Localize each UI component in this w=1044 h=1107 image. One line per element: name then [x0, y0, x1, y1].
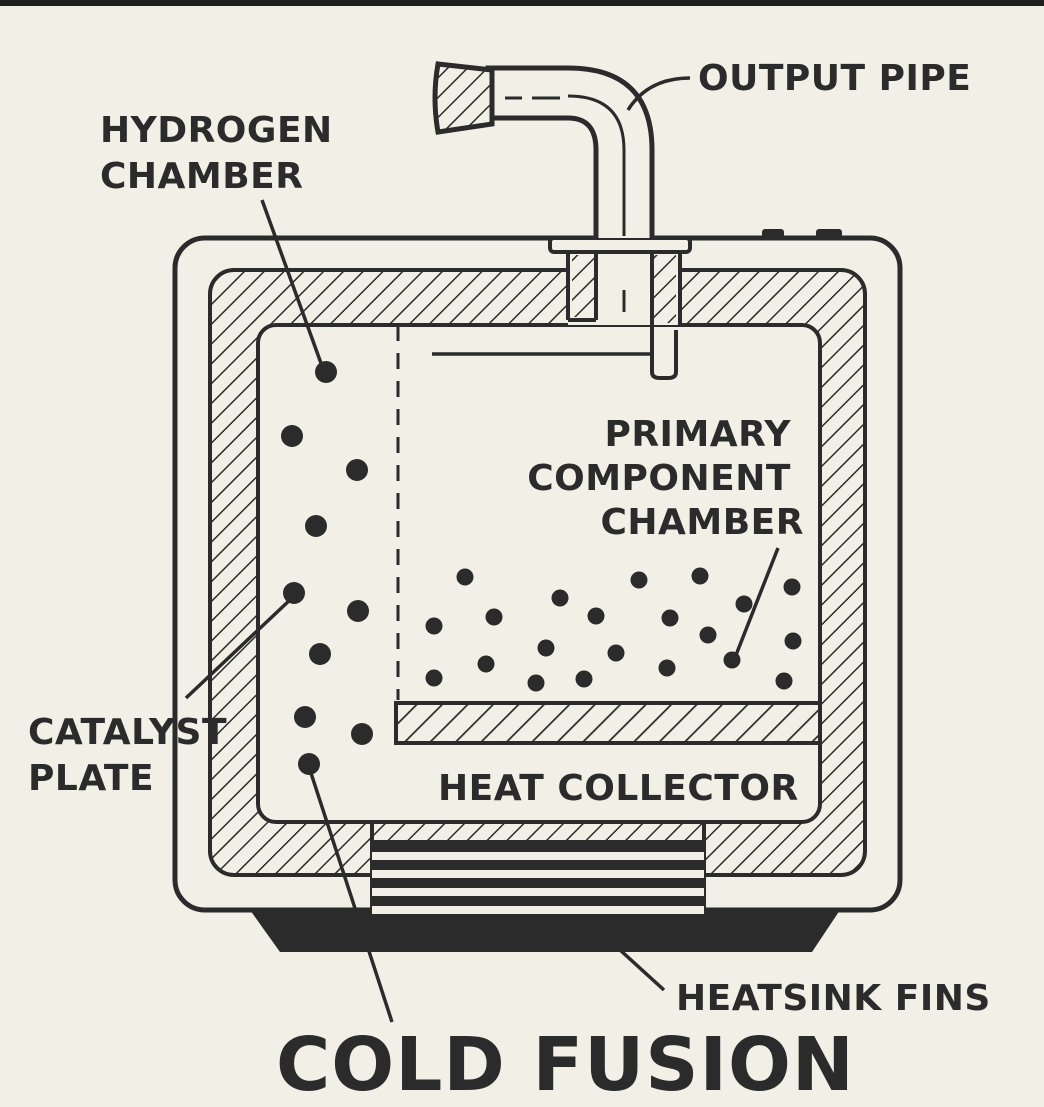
hydrogen-particles	[281, 361, 373, 775]
knob-right	[816, 229, 842, 238]
particle-dot	[630, 571, 648, 589]
particle-dot	[658, 659, 676, 677]
label-primary-line2: COMPONENT	[527, 458, 791, 499]
knob-left	[762, 229, 784, 238]
leader-primary-component	[734, 547, 780, 656]
component-particles	[425, 567, 802, 692]
particle-dot	[315, 361, 337, 383]
leader-heatsink-fins	[596, 928, 666, 992]
particle-dot	[607, 644, 625, 662]
particle-dot	[735, 595, 753, 613]
particle-dot	[351, 723, 373, 745]
particle-dot	[699, 626, 717, 644]
label-hydrogen-line2: CHAMBER	[100, 156, 304, 197]
particle-dot	[309, 643, 331, 665]
label-catalyst-line1: CATALYST	[28, 712, 227, 753]
particle-dot	[527, 674, 545, 692]
particle-dot	[575, 670, 593, 688]
label-heat-collector: HEAT COLLECTOR	[438, 768, 799, 809]
particle-dot	[691, 567, 709, 585]
pipe-collar	[548, 236, 692, 254]
leader-hydrogen-chamber	[260, 199, 324, 367]
particle-dot	[551, 589, 569, 607]
particle-dot	[784, 632, 802, 650]
heat-collector-bar	[394, 701, 822, 745]
leader-cold-fusion	[308, 769, 394, 1023]
label-primary-component-chamber: PRIMARY COMPONENT CHAMBER	[527, 414, 804, 543]
label-hydrogen-line1: HYDROGEN	[100, 110, 333, 151]
pipe-nozzle	[432, 61, 495, 135]
label-output-pipe: OUTPUT PIPE	[698, 58, 971, 99]
label-heatsink-fins: HEATSINK FINS	[676, 978, 991, 1019]
leader-catalyst-plate	[184, 596, 294, 700]
particle-dot	[294, 706, 316, 728]
particle-dot	[425, 617, 443, 635]
particle-dot	[775, 672, 793, 690]
label-primary-line1: PRIMARY	[604, 414, 791, 455]
particle-dot	[456, 568, 474, 586]
diagram-title: COLD FUSION	[276, 1022, 855, 1107]
particle-dot	[346, 459, 368, 481]
particle-dot	[661, 609, 679, 627]
label-catalyst-line2: PLATE	[28, 758, 154, 799]
label-hydrogen-chamber: HYDROGEN CHAMBER	[100, 110, 346, 197]
heatsink-fins	[372, 840, 704, 940]
particle-dot	[587, 607, 605, 625]
particle-dot	[281, 425, 303, 447]
particle-dot	[477, 655, 495, 673]
particle-dot	[425, 669, 443, 687]
output-pipe	[485, 65, 655, 238]
particle-dot	[783, 578, 801, 596]
particle-dot	[723, 651, 741, 669]
particle-dot	[347, 600, 369, 622]
label-catalyst-plate: CATALYST PLATE	[28, 712, 240, 799]
particle-dot	[305, 515, 327, 537]
inner-chamber	[256, 323, 822, 824]
particle-dot	[283, 582, 305, 604]
label-primary-line3: CHAMBER	[601, 502, 805, 543]
top-border	[0, 0, 1044, 6]
leader-output-pipe	[626, 76, 691, 111]
particle-dot	[485, 608, 503, 626]
particle-dot	[537, 639, 555, 657]
particle-dot	[298, 753, 320, 775]
